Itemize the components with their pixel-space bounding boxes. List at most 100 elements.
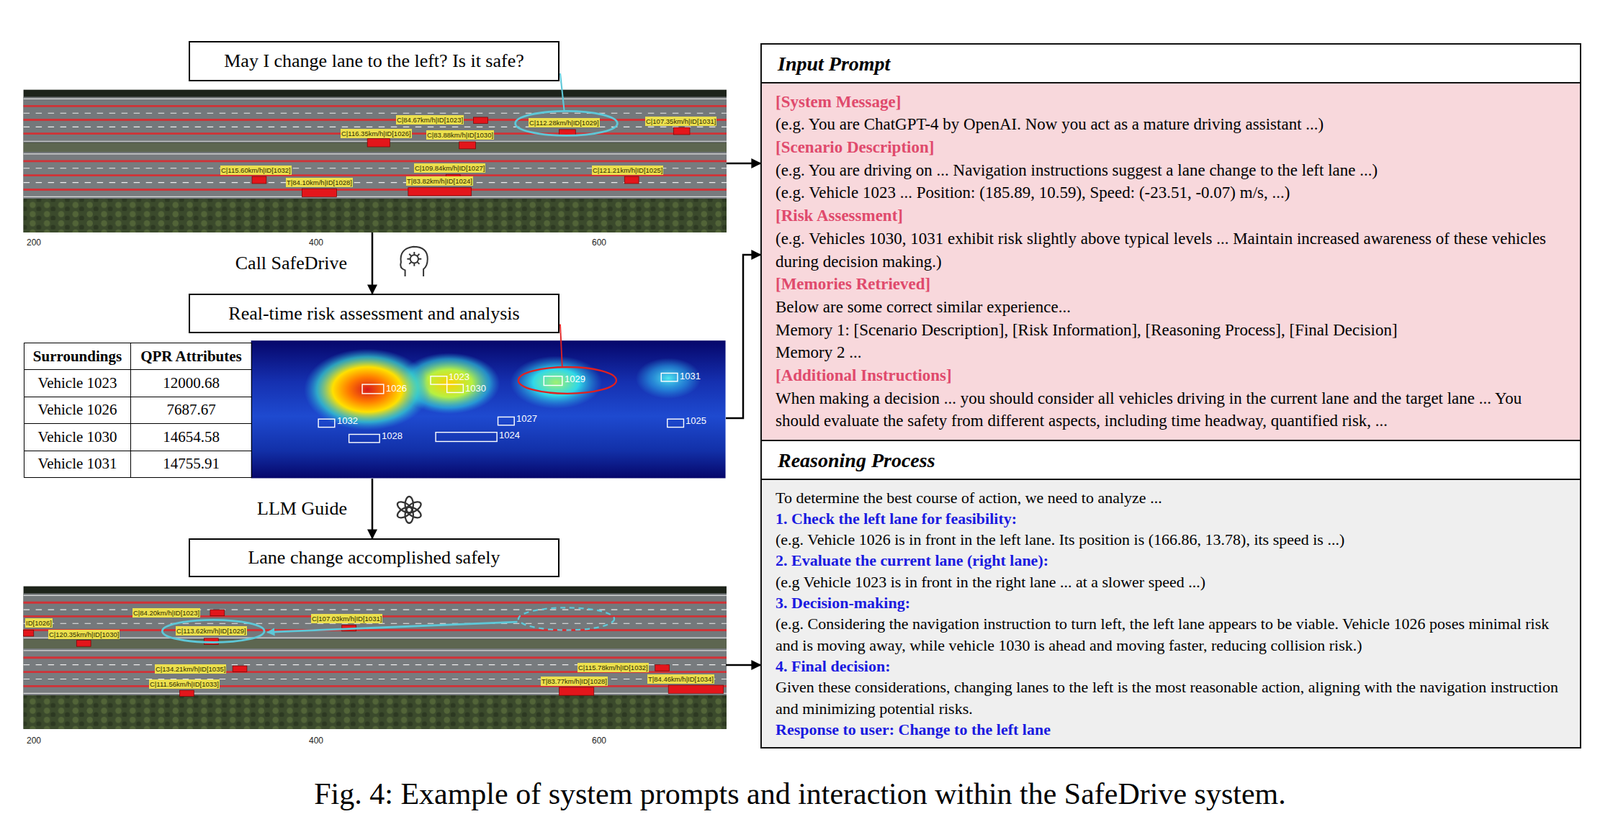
vehicle <box>668 685 724 694</box>
vehicle-label: C|84.67km/h|ID[1023] <box>396 115 464 125</box>
panel-body: To determine the best course of action, … <box>761 480 1580 749</box>
vehicle <box>252 117 690 197</box>
section-heading: [System Message] <box>775 90 1567 114</box>
heatmap-vehicle-id: 1024 <box>499 430 520 441</box>
table-cell: 12000.68 <box>131 370 253 397</box>
vehicle <box>76 640 91 648</box>
vehicle <box>232 666 247 673</box>
table-cell: 14654.58 <box>131 424 253 451</box>
body-text: Below are some correct similar experienc… <box>775 295 1567 319</box>
risk-highlight-ellipse <box>518 367 617 394</box>
panel-heading: Reasoning Process <box>761 441 1580 481</box>
vehicle-label: C|115.78km/h|ID[1032] <box>577 663 649 673</box>
vehicle-label: C|112.28km/h|ID[1029] <box>528 118 600 128</box>
axis-tick-label: 400 <box>308 238 324 247</box>
body-text: (e.g. You are driving on ... Navigation … <box>775 159 1567 183</box>
vehicle-label: T|84.46km/h|ID[1034] <box>647 674 715 685</box>
body-text: Memory 1: [Scenario Description], [Risk … <box>775 318 1567 343</box>
vehicle <box>673 127 690 135</box>
vehicle <box>23 609 724 697</box>
table-cell: 14755.91 <box>131 451 253 479</box>
process-box: Lane change accomplished safely <box>188 538 560 578</box>
heatmap-vehicle-id: 1023 <box>448 372 470 383</box>
box-text: May I change lane to the left? Is it saf… <box>223 49 525 73</box>
heatmap-vehicle-id: 1029 <box>564 374 586 385</box>
vehicle <box>23 630 34 638</box>
heatmap-vehicle-id: 1030 <box>465 383 487 394</box>
heatmap-vehicle-box <box>447 384 464 393</box>
vehicle <box>459 141 476 150</box>
heatmap-vehicle-id: 1032 <box>336 416 358 427</box>
section-heading: [Scenario Description] <box>775 136 1567 160</box>
table-cell: Vehicle 1031 <box>24 451 132 479</box>
risk-heatmap <box>510 355 603 410</box>
section-heading: Response to user: Change to the left lan… <box>775 719 1567 741</box>
leader-line <box>560 73 565 111</box>
process-box: May I change lane to the left? Is it saf… <box>188 41 560 82</box>
vehicle-label: C|121.21km/h|ID[1025] <box>591 165 664 175</box>
table-cell: 7687.67 <box>131 397 253 425</box>
vehicle <box>367 138 390 147</box>
leader-line <box>560 324 563 368</box>
box-text: Lane change accomplished safely <box>247 546 500 569</box>
brain-icon <box>406 252 422 267</box>
heatmap-vehicle-box <box>435 432 497 443</box>
vehicle <box>252 176 267 184</box>
vehicle-label: C|113.62km/h|ID[1029] <box>175 626 247 636</box>
body-text: Memory 2 ... <box>775 341 1567 365</box>
vehicle-label: C|115.60km/h|ID[1032] <box>220 165 292 175</box>
body-text: (e.g. Vehicle 1026 is in front in the le… <box>775 529 1567 551</box>
vehicle-label: C|116.35km/h|ID[1026] <box>340 128 412 139</box>
vehicle <box>301 188 337 197</box>
openai-icon <box>395 499 414 515</box>
vehicle <box>473 117 489 124</box>
vehicle-label: C|107.35km/h|ID[1031] <box>645 116 717 127</box>
highlight-ellipse <box>162 619 265 643</box>
process-box: Real-time risk assessment and analysis <box>188 293 560 334</box>
brain-icon <box>400 246 428 277</box>
flow-arrow <box>725 254 761 419</box>
heatmap-vehicle-id: 1026 <box>385 383 407 394</box>
heatmap-vehicle-box <box>661 373 678 382</box>
body-text: Given these considerations, changing lan… <box>775 676 1567 720</box>
vehicle-label: C|109.84km/h|ID[1027] <box>414 163 486 173</box>
body-text: (e.g. You are ChatGPT-4 by OpenAI. Now y… <box>775 113 1567 137</box>
vehicle <box>179 690 194 698</box>
risk-heatmap <box>635 357 702 399</box>
section-heading: 4. Final decision: <box>775 655 1567 677</box>
axis-tick-label: 200 <box>26 736 42 746</box>
road-image-top <box>23 90 727 233</box>
vehicle-label: C|84.20km/h|ID[1023] <box>132 608 201 618</box>
box-text: Real-time risk assessment and analysis <box>228 302 520 325</box>
vehicle <box>559 687 595 696</box>
heatmap-vehicle-box <box>362 384 384 394</box>
heatmap-vehicle-box <box>667 419 685 428</box>
heatmap-vehicle-box <box>543 376 563 386</box>
section-heading: [Risk Assessment] <box>775 204 1567 228</box>
edge-label: Call SafeDrive <box>235 252 348 275</box>
image-panel: C|84.20km/h|ID[1023] C|107.03km/h|ID[1031… <box>23 586 726 732</box>
image-panel: C|84.67km/h|ID[1023] C|116.35km/h|ID[1026… <box>23 90 727 233</box>
risk-heatmap <box>251 340 726 479</box>
road-image-bottom <box>23 586 727 730</box>
brain-icon <box>400 246 428 277</box>
risk-heatmap <box>303 349 431 431</box>
body-text: (e.g Vehicle 1023 is in front in the rig… <box>775 571 1567 593</box>
heatmap-vehicle-box <box>349 434 381 443</box>
vehicle <box>655 665 670 672</box>
lane-change-arrow <box>267 622 518 633</box>
heatmap-vehicle-box <box>318 419 335 428</box>
heatmap-vehicle-id: 1028 <box>381 431 403 442</box>
vehicle-label: C|120.35km/h|ID[1030] <box>48 630 120 640</box>
vehicle-label: T|84.10km/h|ID[1028] <box>285 177 353 188</box>
table-cell: Vehicle 1030 <box>24 424 132 451</box>
data-table: SurroundingsQPR AttributesVehicle 102312… <box>23 342 253 479</box>
vehicle-label: T|83.82km/h|ID[1024] <box>406 176 474 186</box>
heatmap-vehicle-id: 1027 <box>516 414 538 425</box>
figure-caption: Fig. 4: Example of system prompts and in… <box>0 776 1600 813</box>
vehicle-label: C|107.03km/h|ID[1031] <box>311 614 383 624</box>
brain-icon <box>410 254 419 263</box>
body-text: To determine the best course of action, … <box>775 487 1567 509</box>
heatmap-vehicle-id: 1031 <box>679 371 701 382</box>
